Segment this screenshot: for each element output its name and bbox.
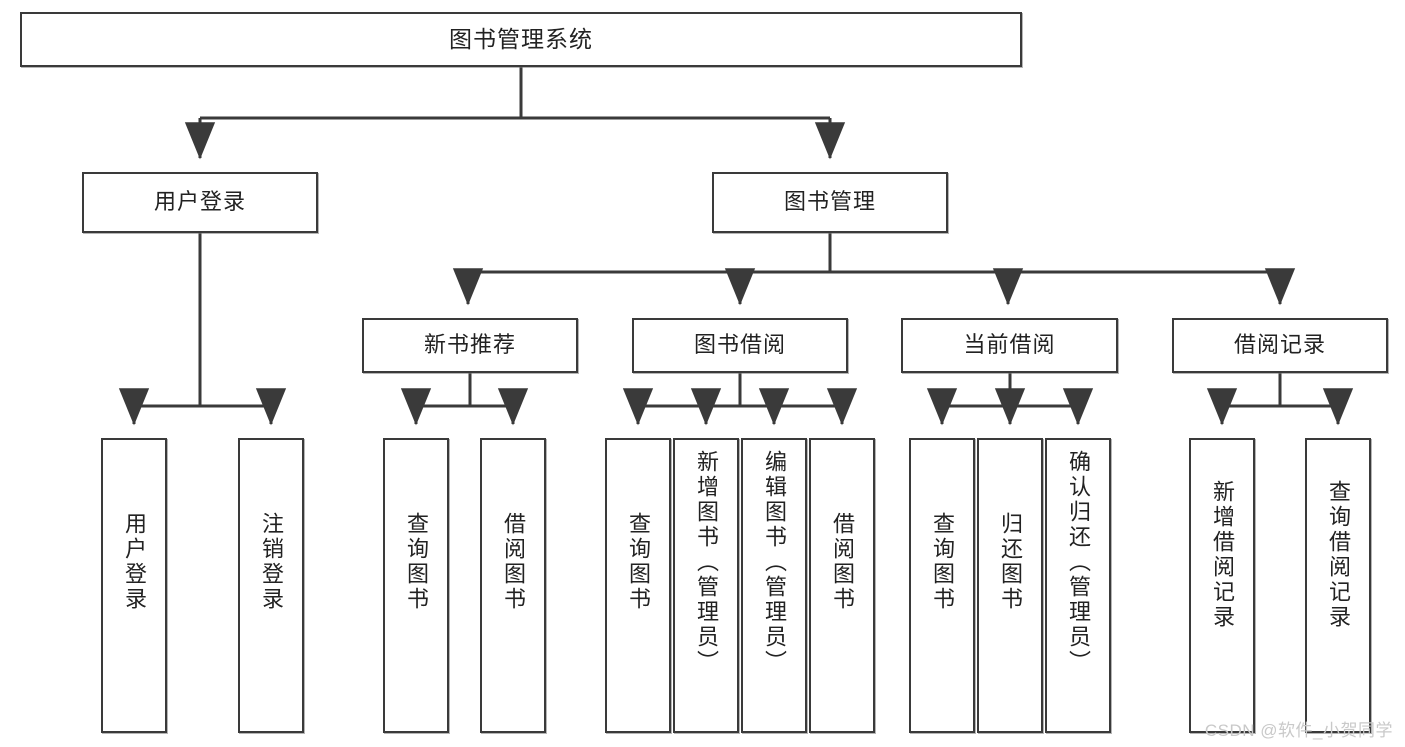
leaf-confirm-return[interactable]: 确认归还（管理员） (1045, 438, 1111, 733)
node-label: 注销登录 (258, 512, 284, 612)
node-label: 查询图书 (929, 512, 955, 612)
node-book-borrow[interactable]: 图书借阅 (632, 318, 848, 373)
leaf-query-borrow-record[interactable]: 查询借阅记录 (1305, 438, 1371, 733)
leaf-add-book[interactable]: 新增图书（管理员） (673, 438, 739, 733)
node-label: 新书推荐 (423, 332, 516, 358)
leaf-edit-book[interactable]: 编辑图书（管理员） (741, 438, 807, 733)
node-label: 编辑图书（管理员） (761, 450, 787, 675)
node-label: 图书管理 (783, 189, 876, 215)
node-label: 查询图书 (625, 512, 651, 612)
leaf-borrow-book-recommend[interactable]: 借阅图书 (480, 438, 546, 733)
leaf-return-book[interactable]: 归还图书 (977, 438, 1043, 733)
node-book-management[interactable]: 图书管理 (712, 172, 948, 233)
node-label: 确认归还（管理员） (1065, 450, 1091, 675)
node-label: 新增借阅记录 (1209, 480, 1235, 630)
node-label: 借阅图书 (500, 512, 526, 612)
node-user-login[interactable]: 用户登录 (82, 172, 318, 233)
node-label: 用户登录 (121, 512, 147, 612)
node-label: 图书管理系统 (449, 25, 593, 52)
leaf-borrow-book-borrow[interactable]: 借阅图书 (809, 438, 875, 733)
node-current-borrow[interactable]: 当前借阅 (901, 318, 1118, 373)
leaf-add-borrow-record[interactable]: 新增借阅记录 (1189, 438, 1255, 733)
node-label: 借阅记录 (1233, 332, 1326, 358)
leaf-user-login[interactable]: 用户登录 (101, 438, 167, 733)
node-label: 归还图书 (997, 512, 1023, 612)
node-label: 用户登录 (153, 189, 246, 215)
leaf-query-book-recommend[interactable]: 查询图书 (383, 438, 449, 733)
node-new-book-recommend[interactable]: 新书推荐 (362, 318, 578, 373)
node-book-management-system[interactable]: 图书管理系统 (20, 12, 1022, 67)
leaf-query-book-borrow[interactable]: 查询图书 (605, 438, 671, 733)
node-borrow-record[interactable]: 借阅记录 (1172, 318, 1388, 373)
node-label: 新增图书（管理员） (693, 450, 719, 675)
leaf-logout-login[interactable]: 注销登录 (238, 438, 304, 733)
leaf-query-book-current[interactable]: 查询图书 (909, 438, 975, 733)
node-label: 借阅图书 (829, 512, 855, 612)
node-label: 当前借阅 (963, 332, 1056, 358)
node-label: 查询图书 (403, 512, 429, 612)
node-label: 图书借阅 (693, 332, 786, 358)
node-label: 查询借阅记录 (1325, 480, 1351, 630)
